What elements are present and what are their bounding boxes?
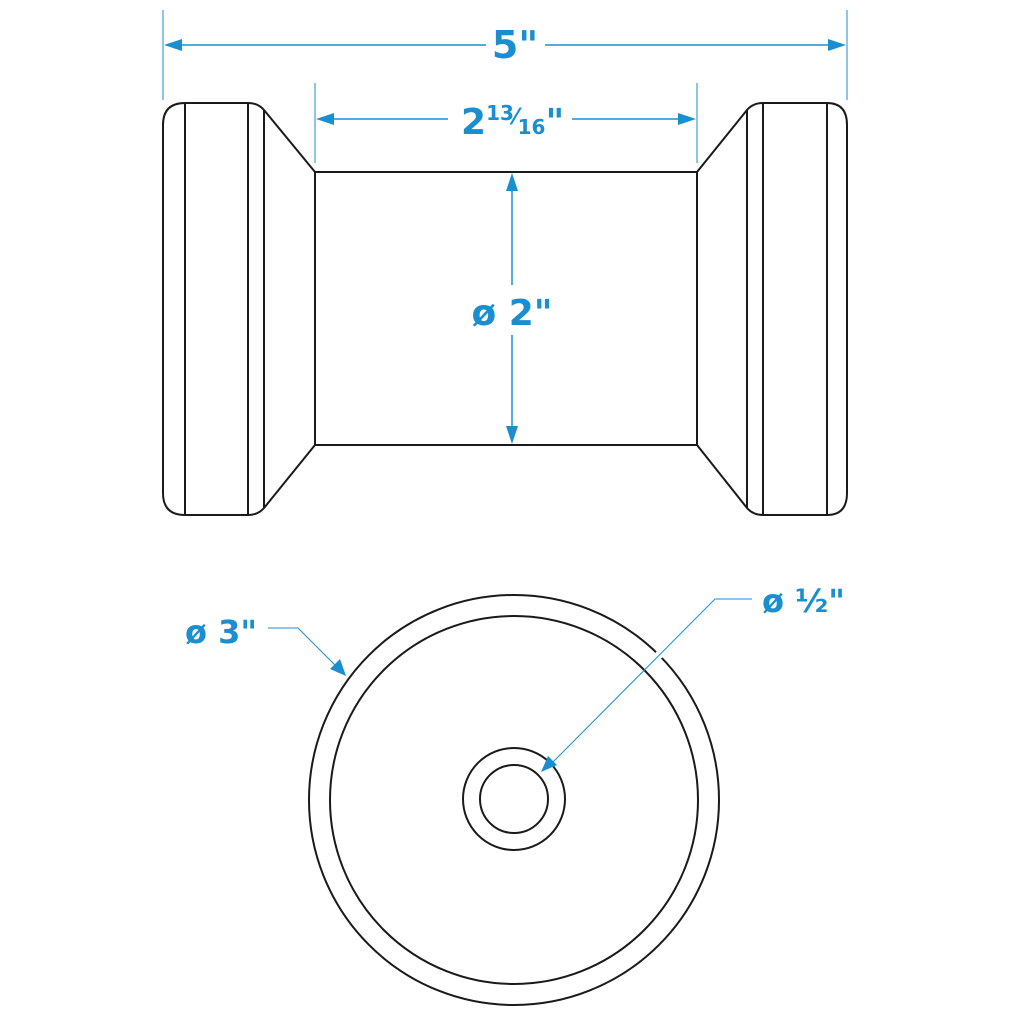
dimension-center-length: 213⁄16" [314,83,698,163]
leader-line [268,627,337,667]
dimension-center-diameter: ø 2" [471,173,553,444]
inner-rim-circle [329,615,699,985]
bore-circle [479,764,549,834]
arrow-up-icon [506,173,518,191]
dimension-overall-length: 5" [162,10,848,100]
arrow-icon [330,659,346,676]
dimension-bore-diameter: ø ½" [541,582,845,772]
side-view [162,102,848,516]
arrow-down-icon [506,426,518,444]
bore-diameter-label: ø ½" [762,582,845,620]
outer-rim-circle [308,594,720,1006]
center-diameter-label: ø 2" [471,293,552,334]
arrow-left-icon [316,113,334,125]
overall-length-label: 5" [492,23,538,67]
arrow-right-icon [828,39,846,51]
dimension-outer-diameter: ø 3" [185,613,346,676]
hub-circle [462,747,566,851]
leader-line [552,598,752,763]
arrow-icon [541,756,557,772]
right-flange [696,102,848,516]
center-length-label: 213⁄16" [461,101,564,143]
end-view [308,594,720,1006]
outer-diameter-label: ø 3" [185,613,257,651]
arrow-right-icon [678,113,696,125]
arrow-left-icon [164,39,182,51]
